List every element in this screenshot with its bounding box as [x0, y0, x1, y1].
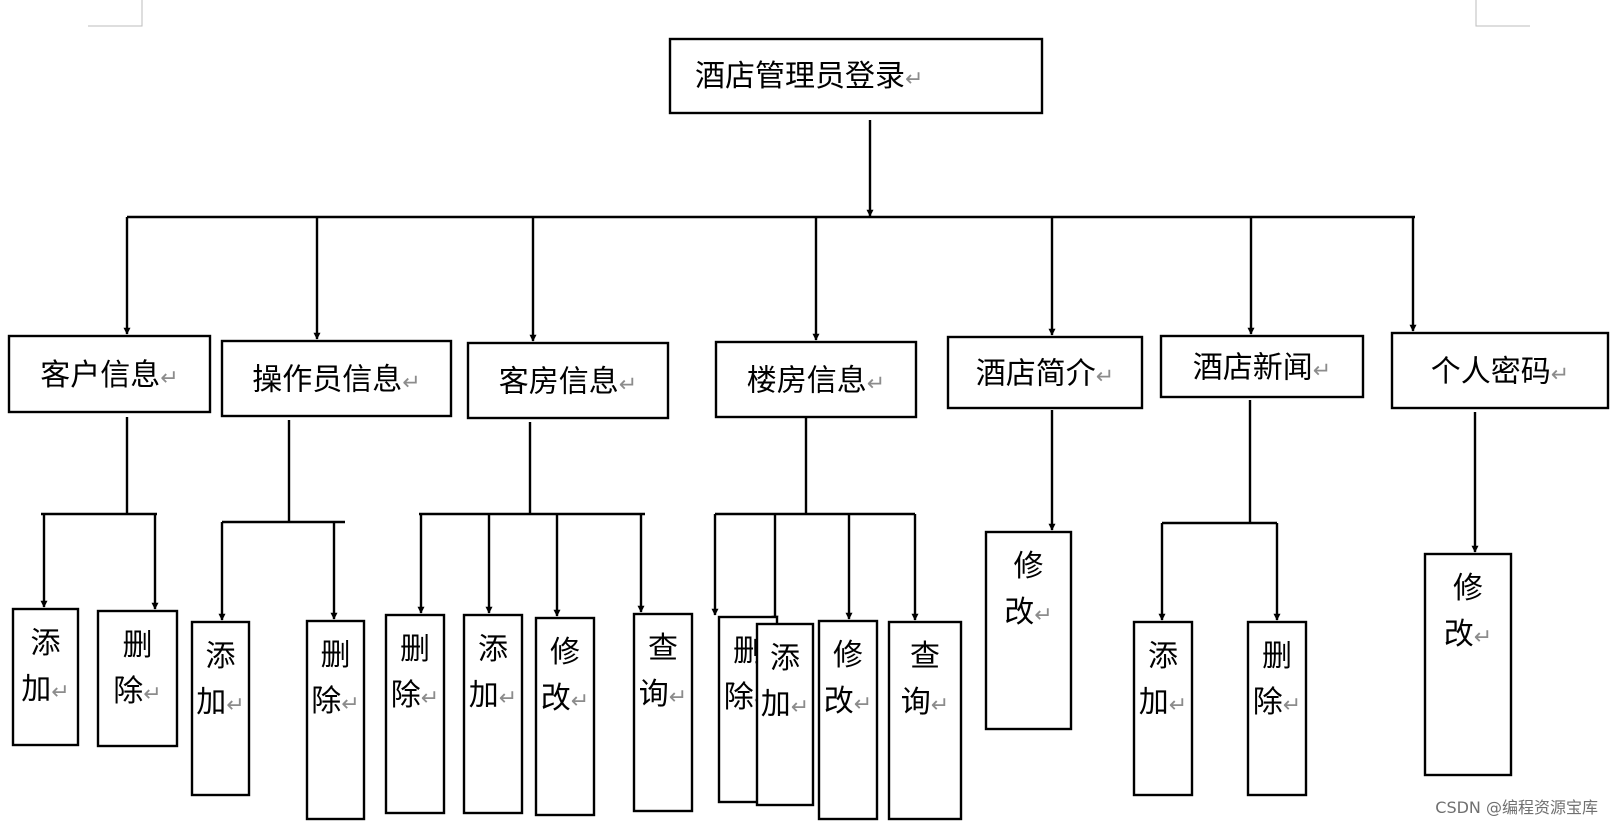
- function-label-char: 删: [321, 638, 351, 673]
- function-label-char: 改↵: [824, 684, 872, 719]
- page-crop-marks: [88, 0, 1530, 27]
- module-node-7: 个人密码↵: [1390, 331, 1610, 410]
- function-label-char: 添: [31, 626, 61, 661]
- function-label-char: 加↵: [761, 687, 809, 722]
- function-label-char: 添: [478, 632, 508, 667]
- root-label: 酒店管理员登录↵: [695, 59, 923, 94]
- module-label-4: 楼房信息↵: [747, 364, 885, 399]
- module-label-5: 酒店简介↵: [976, 357, 1114, 392]
- module-node-4: 楼房信息↵: [714, 340, 918, 419]
- function-label-char: 修: [833, 638, 863, 673]
- csdn-watermark: CSDN @编程资源宝库: [1435, 798, 1598, 817]
- function-node-3-3: 修改↵: [534, 616, 596, 817]
- function-node-5-1: 修改↵: [984, 530, 1073, 731]
- function-node-3-2: 添加↵: [462, 613, 524, 815]
- function-node-2-2: 删除↵: [305, 619, 366, 821]
- function-node-3-1: 删除↵: [384, 613, 446, 815]
- function-node-6-1: 添加↵: [1132, 620, 1194, 797]
- function-node-7-1: 修改↵: [1423, 552, 1513, 777]
- function-node-1-2: 删除↵: [96, 609, 179, 748]
- function-label-char: 删: [400, 632, 430, 667]
- function-label-char: 删: [1262, 639, 1292, 674]
- module-label-3: 客房信息↵: [499, 365, 637, 400]
- module-node-3: 客房信息↵: [466, 341, 670, 420]
- function-label-char: 修: [1453, 571, 1483, 606]
- function-label-char: 添: [770, 641, 800, 676]
- function-node-1-1: 添加↵: [11, 607, 80, 747]
- connector-lines: [40, 120, 1479, 623]
- function-node-3-4: 查询↵: [632, 612, 694, 813]
- function-label-char: 添: [206, 639, 236, 674]
- module-label-2: 操作员信息↵: [252, 363, 420, 398]
- module-node-5: 酒店简介↵: [946, 335, 1144, 410]
- function-label-char: 询↵: [901, 685, 949, 720]
- function-label-char: 改↵: [1004, 595, 1052, 630]
- function-label-char: 除↵: [113, 674, 161, 709]
- function-label-char: 查: [910, 639, 940, 674]
- function-label-char: 改↵: [541, 681, 589, 716]
- function-label-char: 查: [648, 631, 678, 666]
- function-label-char: 除↵: [1253, 685, 1301, 720]
- module-label-6: 酒店新闻↵: [1193, 351, 1331, 386]
- function-label-char: 添: [1148, 639, 1178, 674]
- module-label-1: 客户信息↵: [40, 358, 178, 393]
- function-node-6-2: 删除↵: [1246, 620, 1308, 797]
- function-label-char: 除↵: [311, 684, 359, 719]
- function-label-char: 修: [1014, 549, 1044, 584]
- function-node-4-3: 修改↵: [817, 619, 879, 821]
- root-node: 酒店管理员登录↵: [668, 37, 1044, 115]
- module-label-7: 个人密码↵: [1431, 355, 1569, 390]
- function-label-char: 修: [550, 635, 580, 670]
- module-node-6: 酒店新闻↵: [1159, 334, 1365, 399]
- function-label-char: 加↵: [21, 672, 69, 707]
- function-row: 添加↵删除↵添加↵删除↵删除↵添加↵修改↵查询↵删除↵添加↵修改↵查询↵修改↵添…: [11, 530, 1513, 821]
- function-label-char: 删: [123, 628, 153, 663]
- function-label-char: 除↵: [391, 678, 439, 713]
- function-label-char: 改↵: [1444, 617, 1492, 652]
- function-label-char: 加↵: [1139, 685, 1187, 720]
- function-label-char: 询↵: [639, 677, 687, 712]
- function-label-char: 加↵: [469, 678, 517, 713]
- module-node-2: 操作员信息↵: [220, 339, 453, 418]
- function-node-4-2: 添加↵: [755, 622, 815, 807]
- module-node-1: 客户信息↵: [7, 334, 212, 414]
- function-node-4-4: 查询↵: [887, 620, 963, 821]
- module-row: 客户信息↵ 操作员信息↵ 客房信息↵ 楼房信息↵ 酒店简介↵ 酒店新闻↵ 个人密码↵: [7, 331, 1610, 420]
- function-label-char: 加↵: [196, 685, 244, 720]
- function-node-2-1: 添加↵: [190, 620, 251, 797]
